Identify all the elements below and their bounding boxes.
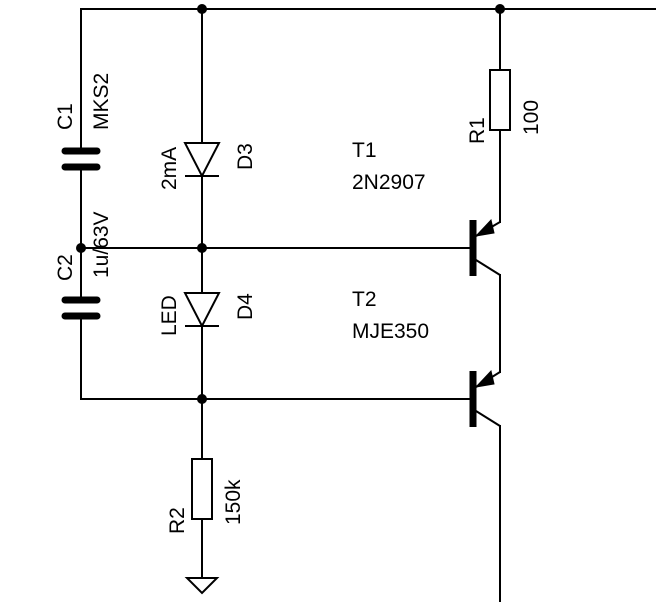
- label-r2-value: 150k: [222, 479, 245, 525]
- label-c1-ref: C1: [54, 103, 77, 130]
- junction-dot: [197, 4, 207, 14]
- ground-symbol: [184, 577, 220, 595]
- transistor-t2: [469, 369, 501, 427]
- capacitor-c1: [61, 147, 101, 171]
- label-c1-value: MKS2: [90, 73, 113, 130]
- label-c2-ref: C2: [54, 254, 77, 281]
- label-r2-ref: R2: [166, 507, 189, 534]
- label-d3-ref: D3: [234, 143, 257, 170]
- capacitor-c2: [61, 296, 101, 320]
- label-t1-ref: T1: [352, 139, 377, 162]
- junction-dot: [197, 243, 207, 253]
- junction-dot: [76, 243, 86, 253]
- transistor-t1: [469, 218, 501, 276]
- label-d3-value: 2mA: [158, 147, 181, 190]
- junction-dot: [197, 394, 207, 404]
- label-d4-ref: D4: [234, 293, 257, 320]
- diode-d3: [183, 142, 221, 179]
- label-c2-value: 1u/63V: [90, 211, 113, 278]
- label-d4-value: LED: [158, 295, 181, 336]
- label-r1-value: 100: [520, 100, 543, 135]
- label-t1-value: 2N2907: [352, 171, 426, 194]
- label-t2-ref: T2: [352, 288, 377, 311]
- resistor-r2: [191, 458, 213, 520]
- label-t2-value: MJE350: [352, 320, 429, 343]
- diode-d4: [183, 292, 221, 329]
- junction-dot: [495, 4, 505, 14]
- label-r1-ref: R1: [466, 117, 489, 144]
- resistor-r1: [489, 69, 511, 131]
